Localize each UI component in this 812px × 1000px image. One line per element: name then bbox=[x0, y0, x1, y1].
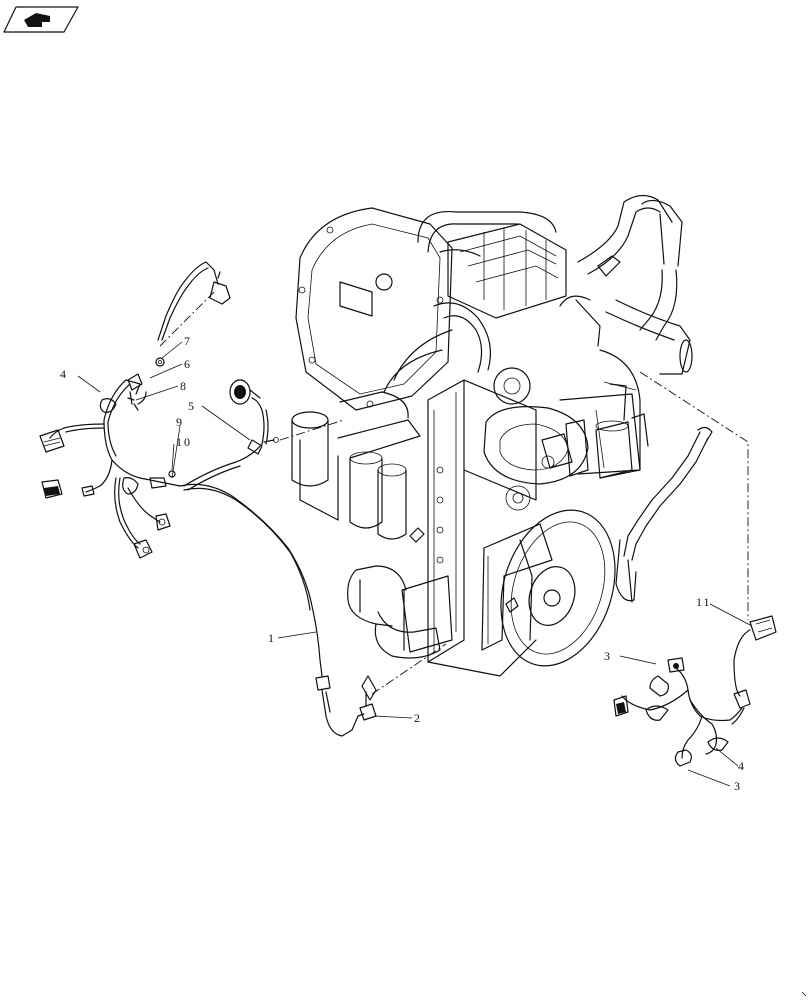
corner-mark bbox=[801, 991, 807, 997]
callout-2: 2 bbox=[414, 711, 422, 725]
callout-leaders bbox=[77, 341, 753, 787]
callout-5: 5 bbox=[188, 399, 196, 413]
main-wire-harness bbox=[39, 261, 377, 737]
callout-4-right: 4 bbox=[738, 759, 746, 773]
arrow-book-icon[interactable] bbox=[3, 6, 79, 33]
callout-7: 7 bbox=[184, 334, 192, 348]
callout-10: 10 bbox=[176, 435, 192, 449]
callout-1: 1 bbox=[268, 631, 276, 645]
callout-8: 8 bbox=[180, 379, 188, 393]
engine-assembly bbox=[291, 194, 713, 677]
callout-6: 6 bbox=[184, 357, 192, 371]
connection-lines bbox=[159, 291, 749, 695]
secondary-wire-harness bbox=[613, 615, 777, 767]
callout-11: 11 bbox=[696, 595, 712, 609]
callout-labels: 4 7 6 8 5 9 10 1 2 3 11 4 3 bbox=[60, 334, 746, 793]
callout-3-lower: 3 bbox=[734, 779, 742, 793]
callout-9: 9 bbox=[176, 415, 184, 429]
callout-3-upper: 3 bbox=[604, 649, 612, 663]
callout-4-left: 4 bbox=[60, 367, 68, 381]
